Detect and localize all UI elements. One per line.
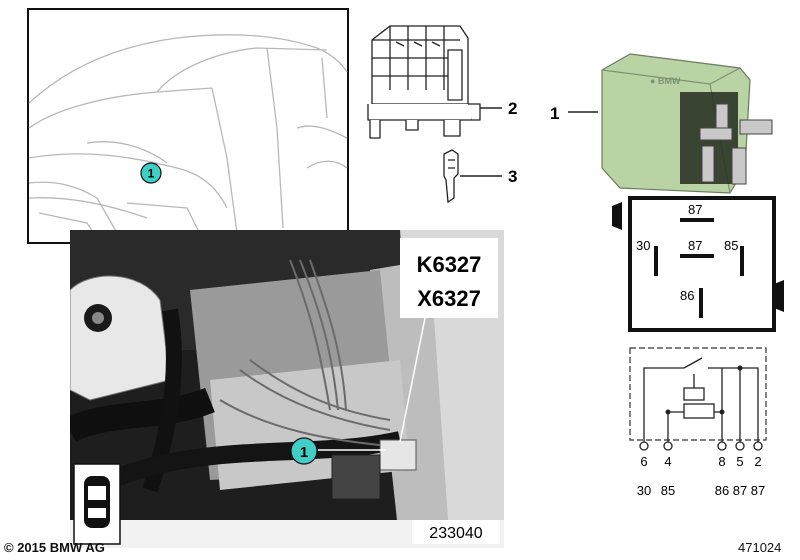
callout-marker xyxy=(290,437,318,465)
terminal-code: 87 xyxy=(733,483,747,498)
diagram-id: 471024 xyxy=(738,540,782,555)
terminal-number: 8 xyxy=(718,454,725,469)
pin-86-blade xyxy=(699,288,703,318)
engine-bay-photo: K6327 X6327 1 233040 xyxy=(70,230,504,548)
relay-pin-layout: 87 30 87 85 86 xyxy=(612,196,784,332)
terminal-code: 85 xyxy=(661,483,675,498)
terminal-number: 4 xyxy=(664,454,671,469)
pin-87-mid-blade xyxy=(680,254,714,258)
connector-housing-drawing: 2 3 xyxy=(367,25,517,204)
pin-label-30: 30 xyxy=(636,238,650,253)
callout-number: 1 xyxy=(300,444,308,461)
pin-label-87-top: 87 xyxy=(688,202,702,217)
relay-circuit-schematic: 6 4 8 5 2 30 85 86 87 87 xyxy=(629,347,767,498)
terminal-number: 6 xyxy=(640,454,647,469)
relay-drawing: 1 ● BMW xyxy=(550,53,773,194)
pin-label-85: 85 xyxy=(724,238,738,253)
pin-87-top-blade xyxy=(680,218,714,222)
terminal-number: 5 xyxy=(736,454,743,469)
label-k6327: K6327 xyxy=(417,252,482,277)
callout-number: 1 xyxy=(148,167,155,181)
label-x6327: X6327 xyxy=(417,286,481,311)
pin-30-blade xyxy=(654,246,658,276)
car-outline xyxy=(28,34,348,239)
terminal-code: 30 xyxy=(637,483,651,498)
photo-image-id: 233040 xyxy=(429,525,482,542)
pin-label-86: 86 xyxy=(680,288,694,303)
copyright-notice: © 2015 BMW AG xyxy=(4,540,105,555)
car-inset: 1 xyxy=(27,8,349,244)
callout-marker xyxy=(140,162,162,184)
part-number-3: 3 xyxy=(508,167,517,186)
pin-85-blade xyxy=(740,246,744,276)
svg-text:● BMW: ● BMW xyxy=(650,76,681,86)
terminal-drawing xyxy=(443,149,459,204)
part-number-1: 1 xyxy=(550,104,559,123)
terminal-number: 2 xyxy=(754,454,761,469)
terminal-code: 86 xyxy=(715,483,729,498)
pin-label-87-mid: 87 xyxy=(688,238,702,253)
part-number-2: 2 xyxy=(508,99,517,118)
terminal-code: 87 xyxy=(751,483,765,498)
